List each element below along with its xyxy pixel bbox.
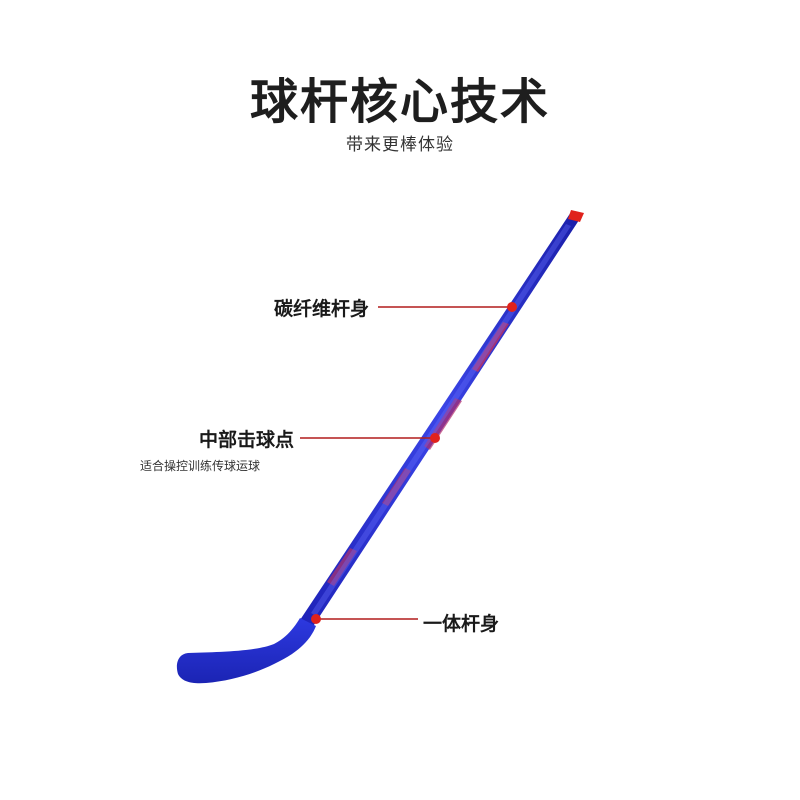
callout-note-mid-hit-point: 适合操控训练传球运球 — [140, 459, 261, 473]
marker-dot-body — [311, 614, 321, 624]
shaft-graphic — [472, 322, 509, 372]
marker-dot-mid — [430, 433, 440, 443]
shaft-highlight — [311, 224, 571, 616]
callout-label-one-piece-body: 一体杆身 — [423, 613, 500, 635]
page-title: 球杆核心技术 — [249, 74, 550, 130]
stick-blade — [176, 618, 316, 684]
stick-end-cap — [568, 210, 584, 222]
callout-label-mid-hit-point: 中部击球点 — [198, 429, 294, 451]
page-subtitle: 带来更棒体验 — [346, 135, 454, 155]
shaft-graphic — [382, 468, 411, 506]
callout-label-carbon-shaft: 碳纤维杆身 — [273, 298, 369, 320]
marker-dot-shaft — [507, 302, 517, 312]
shaft-graphic — [327, 548, 357, 586]
